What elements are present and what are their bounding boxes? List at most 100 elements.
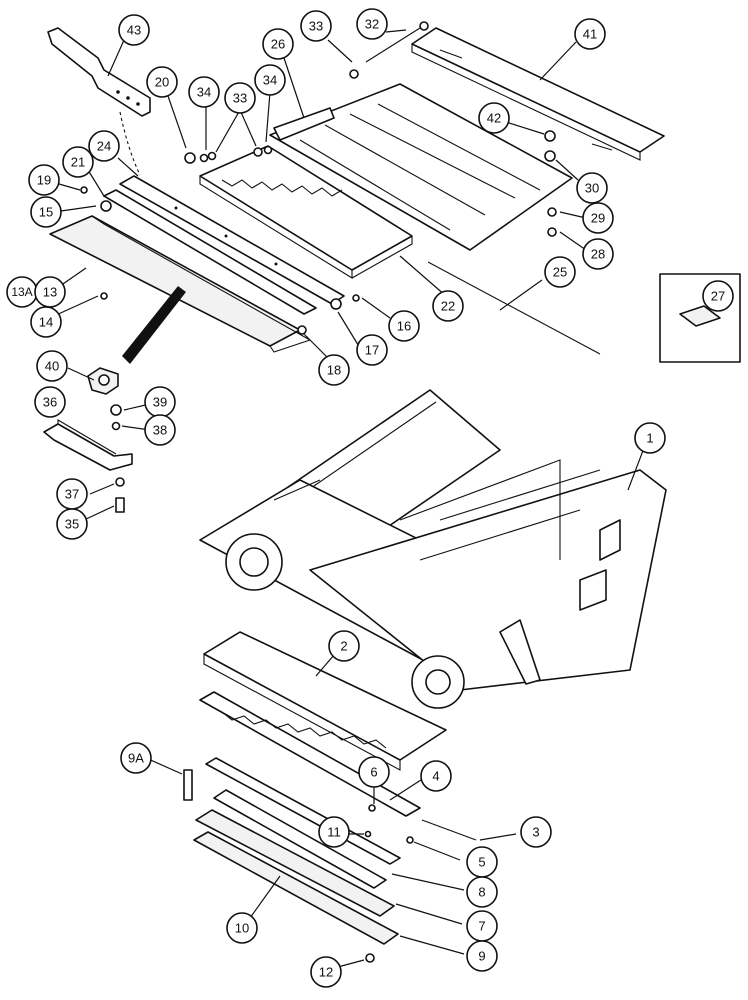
callout-label: 21	[71, 155, 85, 170]
callout-20: 20	[146, 66, 178, 98]
callout-label: 32	[365, 17, 379, 32]
callout-label: 6	[370, 765, 377, 780]
callout-13A: 13A	[6, 276, 38, 308]
callout-label: 15	[39, 205, 53, 220]
strip-21	[103, 189, 317, 315]
callout-6: 6	[358, 756, 390, 788]
tray-22	[199, 145, 413, 279]
callout-label: 13	[43, 285, 57, 300]
callout-label: 14	[39, 315, 53, 330]
callout-37: 37	[56, 478, 88, 510]
callout-label: 33	[233, 91, 247, 106]
callout-label: 26	[271, 37, 285, 52]
direction-arrow	[122, 286, 186, 364]
callout-11: 11	[318, 816, 350, 848]
callout-33: 33	[300, 10, 332, 42]
callout-label: 33	[309, 19, 323, 34]
callout-label: 40	[45, 359, 59, 374]
notched-bar	[199, 691, 421, 817]
callout-24: 24	[88, 130, 120, 162]
callout-12: 12	[310, 956, 342, 988]
callout-32: 32	[356, 8, 388, 40]
callout-label: 8	[478, 885, 485, 900]
callout-25: 25	[544, 256, 576, 288]
grate-panel-26	[269, 83, 573, 251]
callout-30: 30	[576, 172, 608, 204]
callout-label: 1	[646, 431, 653, 446]
strip-7	[195, 809, 395, 917]
callout-9: 9	[466, 940, 498, 972]
callout-3: 3	[520, 816, 552, 848]
strip-9	[193, 831, 399, 945]
spring-32	[365, 21, 429, 63]
callout-label: 34	[197, 85, 211, 100]
callout-label: 41	[583, 27, 597, 42]
callout-34: 34	[254, 64, 286, 96]
callout-label: 36	[43, 395, 57, 410]
callout-label: 30	[585, 181, 599, 196]
callout-41: 41	[574, 18, 606, 50]
callout-42: 42	[478, 102, 510, 134]
bracket-36	[43, 419, 133, 471]
callout-label: 10	[235, 921, 249, 936]
callout-label: 3	[532, 825, 539, 840]
callout-26: 26	[262, 28, 294, 60]
callout-27: 27	[702, 280, 734, 312]
callout-9A: 9A	[120, 742, 152, 774]
callout-19: 19	[28, 164, 60, 196]
callout-label: 9A	[128, 751, 144, 766]
callout-15: 15	[30, 196, 62, 228]
callout-label: 24	[97, 139, 111, 154]
callout-label: 28	[591, 247, 605, 262]
callout-label: 19	[37, 173, 51, 188]
callout-10: 10	[226, 912, 258, 944]
callout-29: 29	[582, 202, 614, 234]
callout-label: 11	[327, 825, 341, 840]
callout-18: 18	[318, 354, 350, 386]
callout-label: 37	[65, 487, 79, 502]
callout-label: 17	[365, 343, 379, 358]
callout-38: 38	[144, 414, 176, 446]
callout-36: 36	[34, 386, 66, 418]
callout-5: 5	[466, 846, 498, 878]
callout-label: 2	[340, 639, 347, 654]
callout-label: 18	[327, 363, 341, 378]
callout-label: 4	[432, 769, 439, 784]
top-plate-41	[411, 27, 665, 161]
callout-label: 42	[487, 111, 501, 126]
callout-7: 7	[466, 910, 498, 942]
callout-label: 43	[127, 23, 141, 38]
callout-label: 9	[478, 949, 485, 964]
pan-2	[203, 631, 447, 771]
callout-39: 39	[144, 386, 176, 418]
callout-label: 38	[153, 423, 167, 438]
callout-label: 5	[478, 855, 485, 870]
callout-16: 16	[388, 310, 420, 342]
callout-label: 22	[441, 299, 455, 314]
callout-22: 22	[432, 290, 464, 322]
callout-label: 39	[153, 395, 167, 410]
nut-33-top	[349, 69, 359, 79]
callout-43: 43	[118, 14, 150, 46]
callout-28: 28	[582, 238, 614, 270]
callout-label: 16	[397, 319, 411, 334]
bolt-9A	[183, 769, 193, 801]
leader-lines	[51, 29, 645, 969]
hardware-lower	[364, 804, 414, 963]
callout-label: 34	[263, 73, 277, 88]
callout-35: 35	[56, 508, 88, 540]
hardware-upper	[80, 130, 557, 335]
callout-2: 2	[328, 630, 360, 662]
callout-label: 27	[711, 289, 725, 304]
callout-label: 35	[65, 517, 79, 532]
hardware-lower-left	[110, 404, 125, 513]
rod-25	[427, 261, 601, 355]
callout-4: 4	[420, 760, 452, 792]
callout-label: 7	[478, 919, 485, 934]
callout-label: 29	[591, 211, 605, 226]
callout-label: 25	[553, 265, 567, 280]
bracket-43	[47, 27, 151, 176]
callout-1: 1	[634, 422, 666, 454]
callout-label: 12	[319, 965, 333, 980]
